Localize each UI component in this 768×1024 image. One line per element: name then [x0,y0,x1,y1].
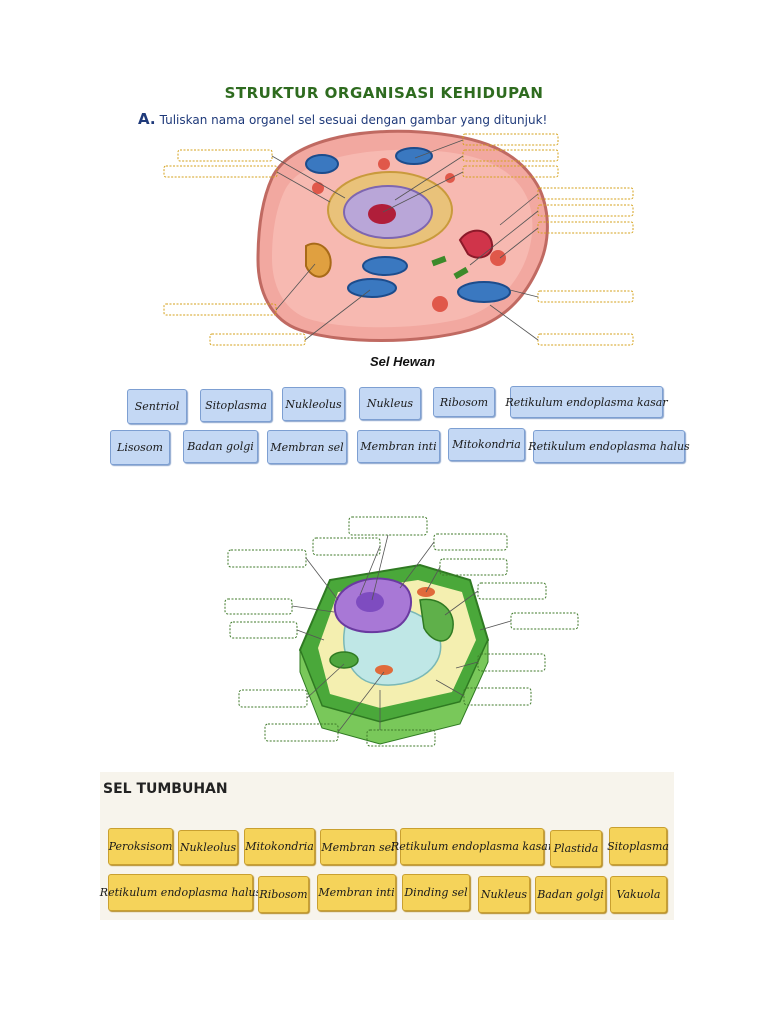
plant-cell-heading: SEL TUMBUHAN [103,781,228,797]
option-lisosom[interactable]: Lisosom [110,430,170,465]
option-nukleus[interactable]: Nukleus [359,387,421,420]
option-retikulum-endoplasma-halus-plant[interactable]: Retikulum endoplasma halus [100,874,261,911]
option-membran-inti-plant[interactable]: Membran inti [317,874,396,911]
option-nukleolus-plant[interactable]: Nukleolus [178,830,238,865]
option-mitokondria-plant[interactable]: Mitokondria [244,828,315,865]
animal-cell-illustration [256,129,549,342]
animal-pointer-lines [271,139,539,341]
option-membran-inti[interactable]: Membran inti [357,430,440,463]
section-letter: A. [138,110,156,128]
animal-label-boxes [163,133,634,346]
option-dinding-sel[interactable]: Dinding sel [402,874,470,911]
option-ribosom[interactable]: Ribosom [433,387,495,417]
animal-cell-caption: Sel Hewan [370,354,436,369]
plant-cell-illustration [298,563,490,745]
option-retikulum-endoplasma-kasar-plant[interactable]: Retikulum endoplasma kasar [391,828,553,865]
option-sitoplasma-plant[interactable]: Sitoplasma [607,827,669,865]
option-badan-golgi-plant[interactable]: Badan golgi [535,876,606,913]
page-title: STRUKTUR ORGANISASI KEHIDUPAN [224,84,544,102]
option-sitoplasma[interactable]: Sitoplasma [200,389,272,422]
option-retikulum-endoplasma-kasar[interactable]: Retikulum endoplasma kasar [505,386,668,418]
instruction-text: Tuliskan nama organel sel sesuai dengan … [159,113,548,127]
option-retikulum-endoplasma-halus[interactable]: Retikulum endoplasma halus [528,430,690,463]
option-peroksisom[interactable]: Peroksisom [108,828,173,865]
instruction: A.Tuliskan nama organel sel sesuai denga… [138,110,547,128]
option-ribosom-plant[interactable]: Ribosom [258,876,309,913]
option-membran-sel[interactable]: Membran sel [267,430,347,464]
option-membran-sel-plant[interactable]: Membran sel [320,829,396,865]
option-vakuola[interactable]: Vakuola [610,876,667,913]
option-nukleus-plant[interactable]: Nukleus [478,876,530,913]
option-sentriol[interactable]: Sentriol [127,389,187,424]
plant-pointer-lines [291,534,512,733]
option-mitokondria[interactable]: Mitokondria [448,428,525,461]
option-nukleolus[interactable]: Nukleolus [282,387,345,421]
option-plastida[interactable]: Plastida [550,830,602,867]
option-badan-golgi[interactable]: Badan golgi [183,430,258,463]
